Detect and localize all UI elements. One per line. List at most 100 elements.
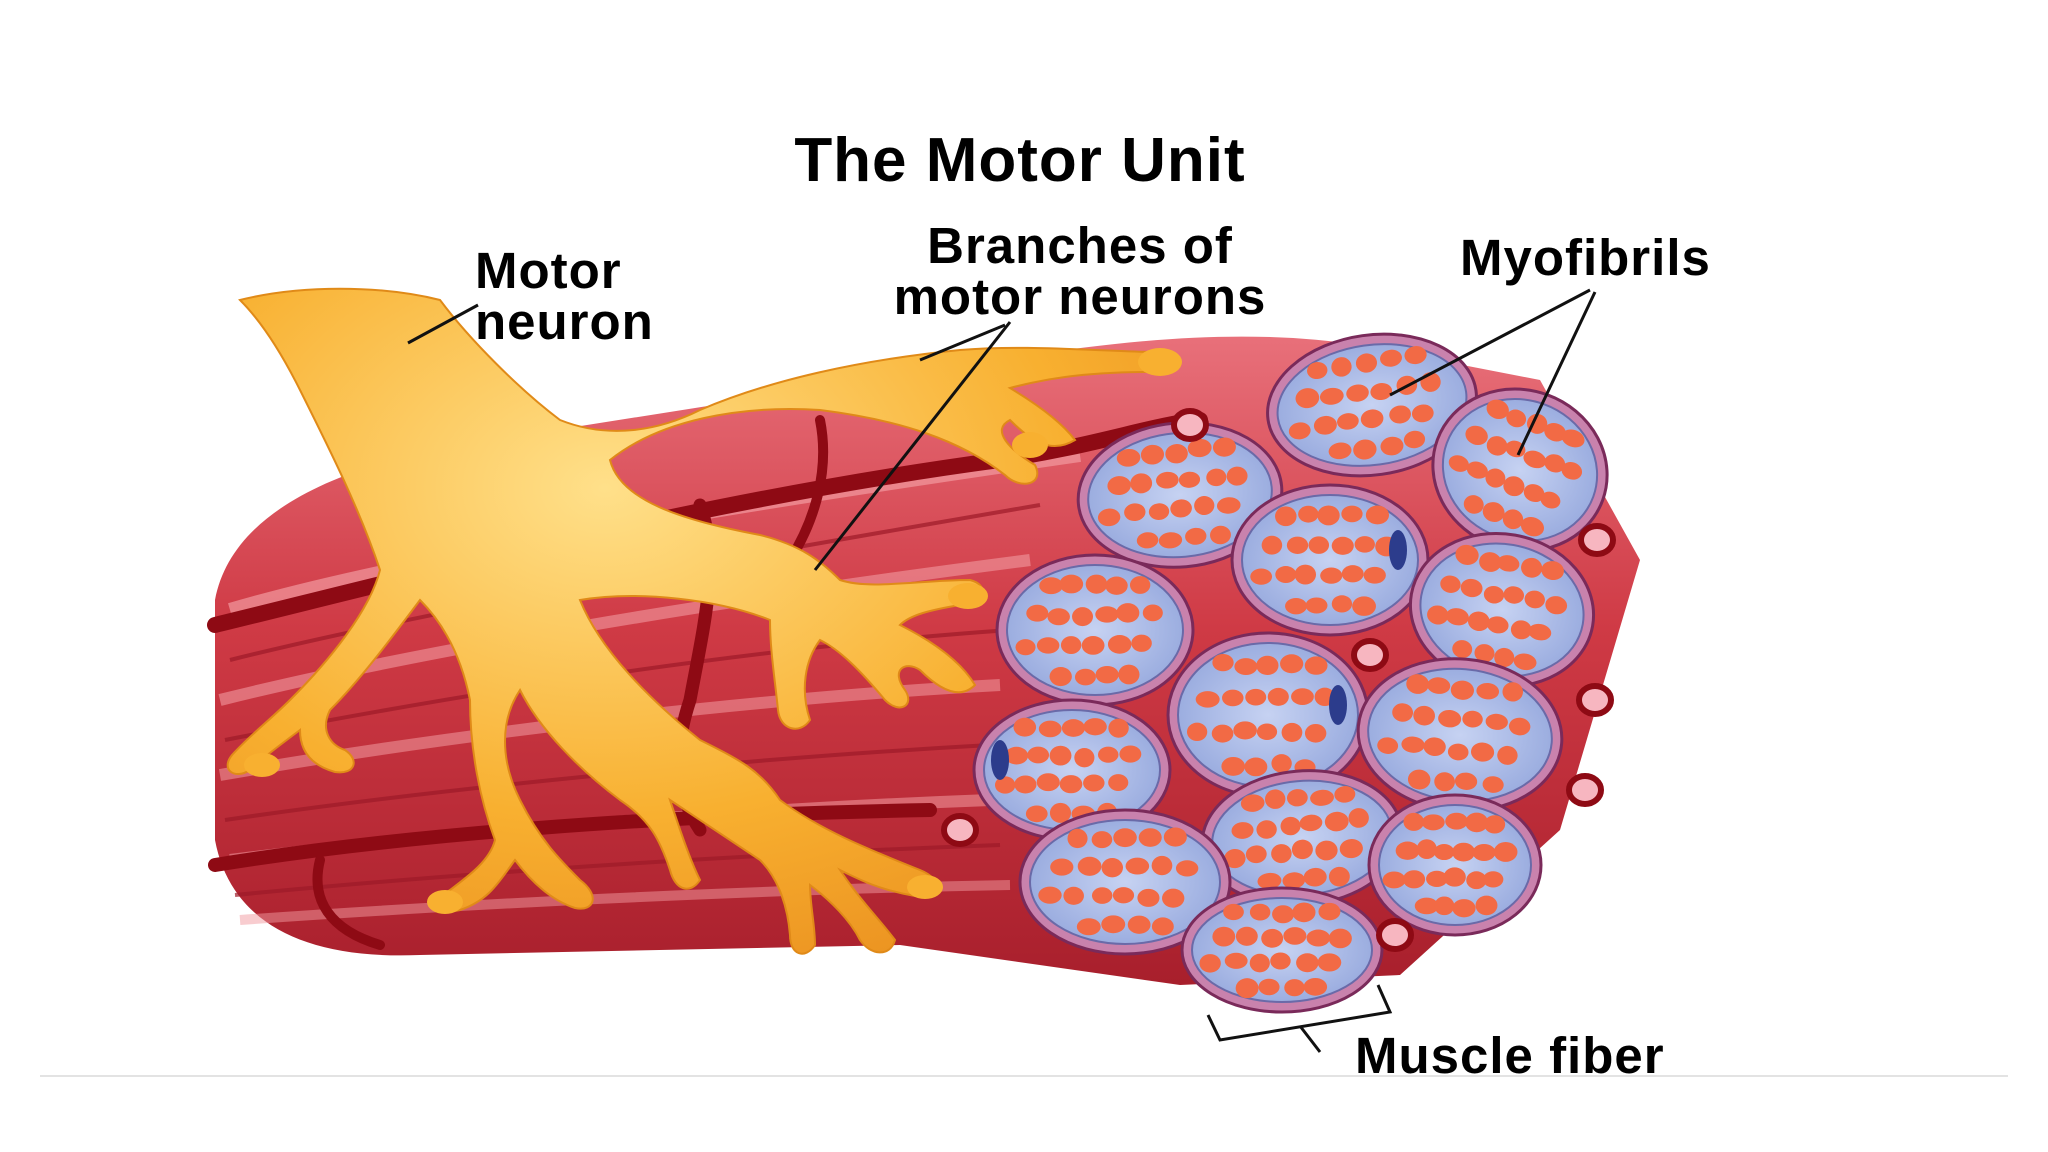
myofibril [1127,915,1151,934]
myofibril [1265,789,1286,809]
myofibril [1216,497,1241,514]
myofibril [1299,814,1323,832]
myofibril [1223,903,1244,921]
myofibril [1285,597,1308,615]
myofibril [1403,430,1426,449]
myofibril [1452,640,1473,658]
myofibril [1319,387,1344,405]
myofibril [1476,682,1500,700]
myofibril [1091,887,1113,904]
myofibril [1072,607,1094,627]
myofibril [1443,867,1466,887]
muscle-fiber-cross-section [1180,886,1384,1014]
myofibril [1118,664,1140,685]
leader-branches-1 [919,323,1006,362]
myofibril [1497,745,1518,765]
myofibril [1156,471,1179,489]
myofibril [1528,623,1552,641]
myofibril [1083,718,1107,736]
label-motor-neuron-line1: Motor [475,242,622,299]
myofibril [1125,857,1150,875]
label-muscle-fiber: Muscle fiber [1355,1027,1665,1084]
myofibril [1510,620,1532,640]
capillary-cross-section [1576,683,1614,717]
myofibril [1256,655,1279,676]
myofibril [1283,927,1307,945]
myofibril [1231,822,1254,839]
myofibril [1195,691,1220,708]
myofibril [1186,722,1208,742]
myofibril [1206,468,1227,487]
myofibril [1334,786,1356,803]
myofibril [1295,388,1320,409]
myofibril [1470,742,1495,762]
myofibril [1427,605,1449,625]
myofibril [1503,476,1525,497]
myofibril [1136,532,1159,549]
myofibril [1175,860,1199,877]
leader-myofibrils-2 [1516,291,1597,456]
muscle-fiber-cross-section [1230,483,1430,637]
myofibril [1404,346,1427,365]
myofibril [1460,578,1483,598]
myofibril [1541,561,1564,581]
myofibril [1059,574,1084,594]
myofibril [1475,895,1498,916]
myofibril [1286,789,1308,807]
myofibril [1245,845,1267,864]
myofibril [1493,842,1518,862]
myofibril [1331,357,1352,377]
myofibril [1484,815,1506,834]
myofibril [1178,471,1201,488]
myofibril [1353,439,1377,460]
capillary-cross-section [1351,638,1389,672]
myofibril [1288,422,1311,440]
myofibril [1271,754,1292,773]
myofibril [1085,574,1108,594]
motor-neuron-shape [226,287,1182,955]
myofibril [1403,812,1425,831]
myofibril [1025,805,1048,823]
myofibril [1544,423,1567,442]
myofibril [1212,653,1234,672]
myofibril [1107,635,1132,654]
myofibril [1365,505,1390,525]
myofibril [1465,812,1489,833]
myofibril [1304,723,1327,743]
myofibril [1211,724,1234,743]
myofibril [1452,842,1476,862]
myofibril [1095,606,1119,623]
myofibril [1095,666,1119,684]
myofibril [1047,608,1070,626]
myofibril [1014,775,1037,794]
myofibril [1395,841,1420,860]
myofibril [1108,718,1129,738]
myofibril [1523,450,1547,469]
myofibril [1049,666,1072,687]
label-myofibrils: Myofibrils [1460,229,1711,286]
myofibril [1382,871,1406,889]
myofibril [1074,748,1095,768]
myofibril [1448,455,1469,472]
myofibril [1249,903,1271,921]
myofibril [1050,858,1074,876]
myofibril [1027,746,1050,764]
myofibril [1341,565,1364,583]
myofibril [1280,654,1304,674]
myofibril [1447,743,1469,761]
myofibril [1284,979,1305,997]
myofibril [1521,557,1543,578]
myofibril [1130,473,1153,494]
myofibril [1244,757,1268,777]
label-branches-of-motor-neurons: Branches of motor neurons [820,220,1340,322]
bottom-divider [40,1075,2008,1077]
myofibril [1380,349,1402,367]
myofibril [1137,888,1160,907]
myofibril [1240,794,1265,812]
myofibril [1392,703,1414,722]
myofibril [1360,409,1384,429]
myofibril [1524,590,1545,609]
myofibril [1194,496,1215,515]
myofibril [1438,709,1462,728]
myofibril [1411,404,1434,423]
